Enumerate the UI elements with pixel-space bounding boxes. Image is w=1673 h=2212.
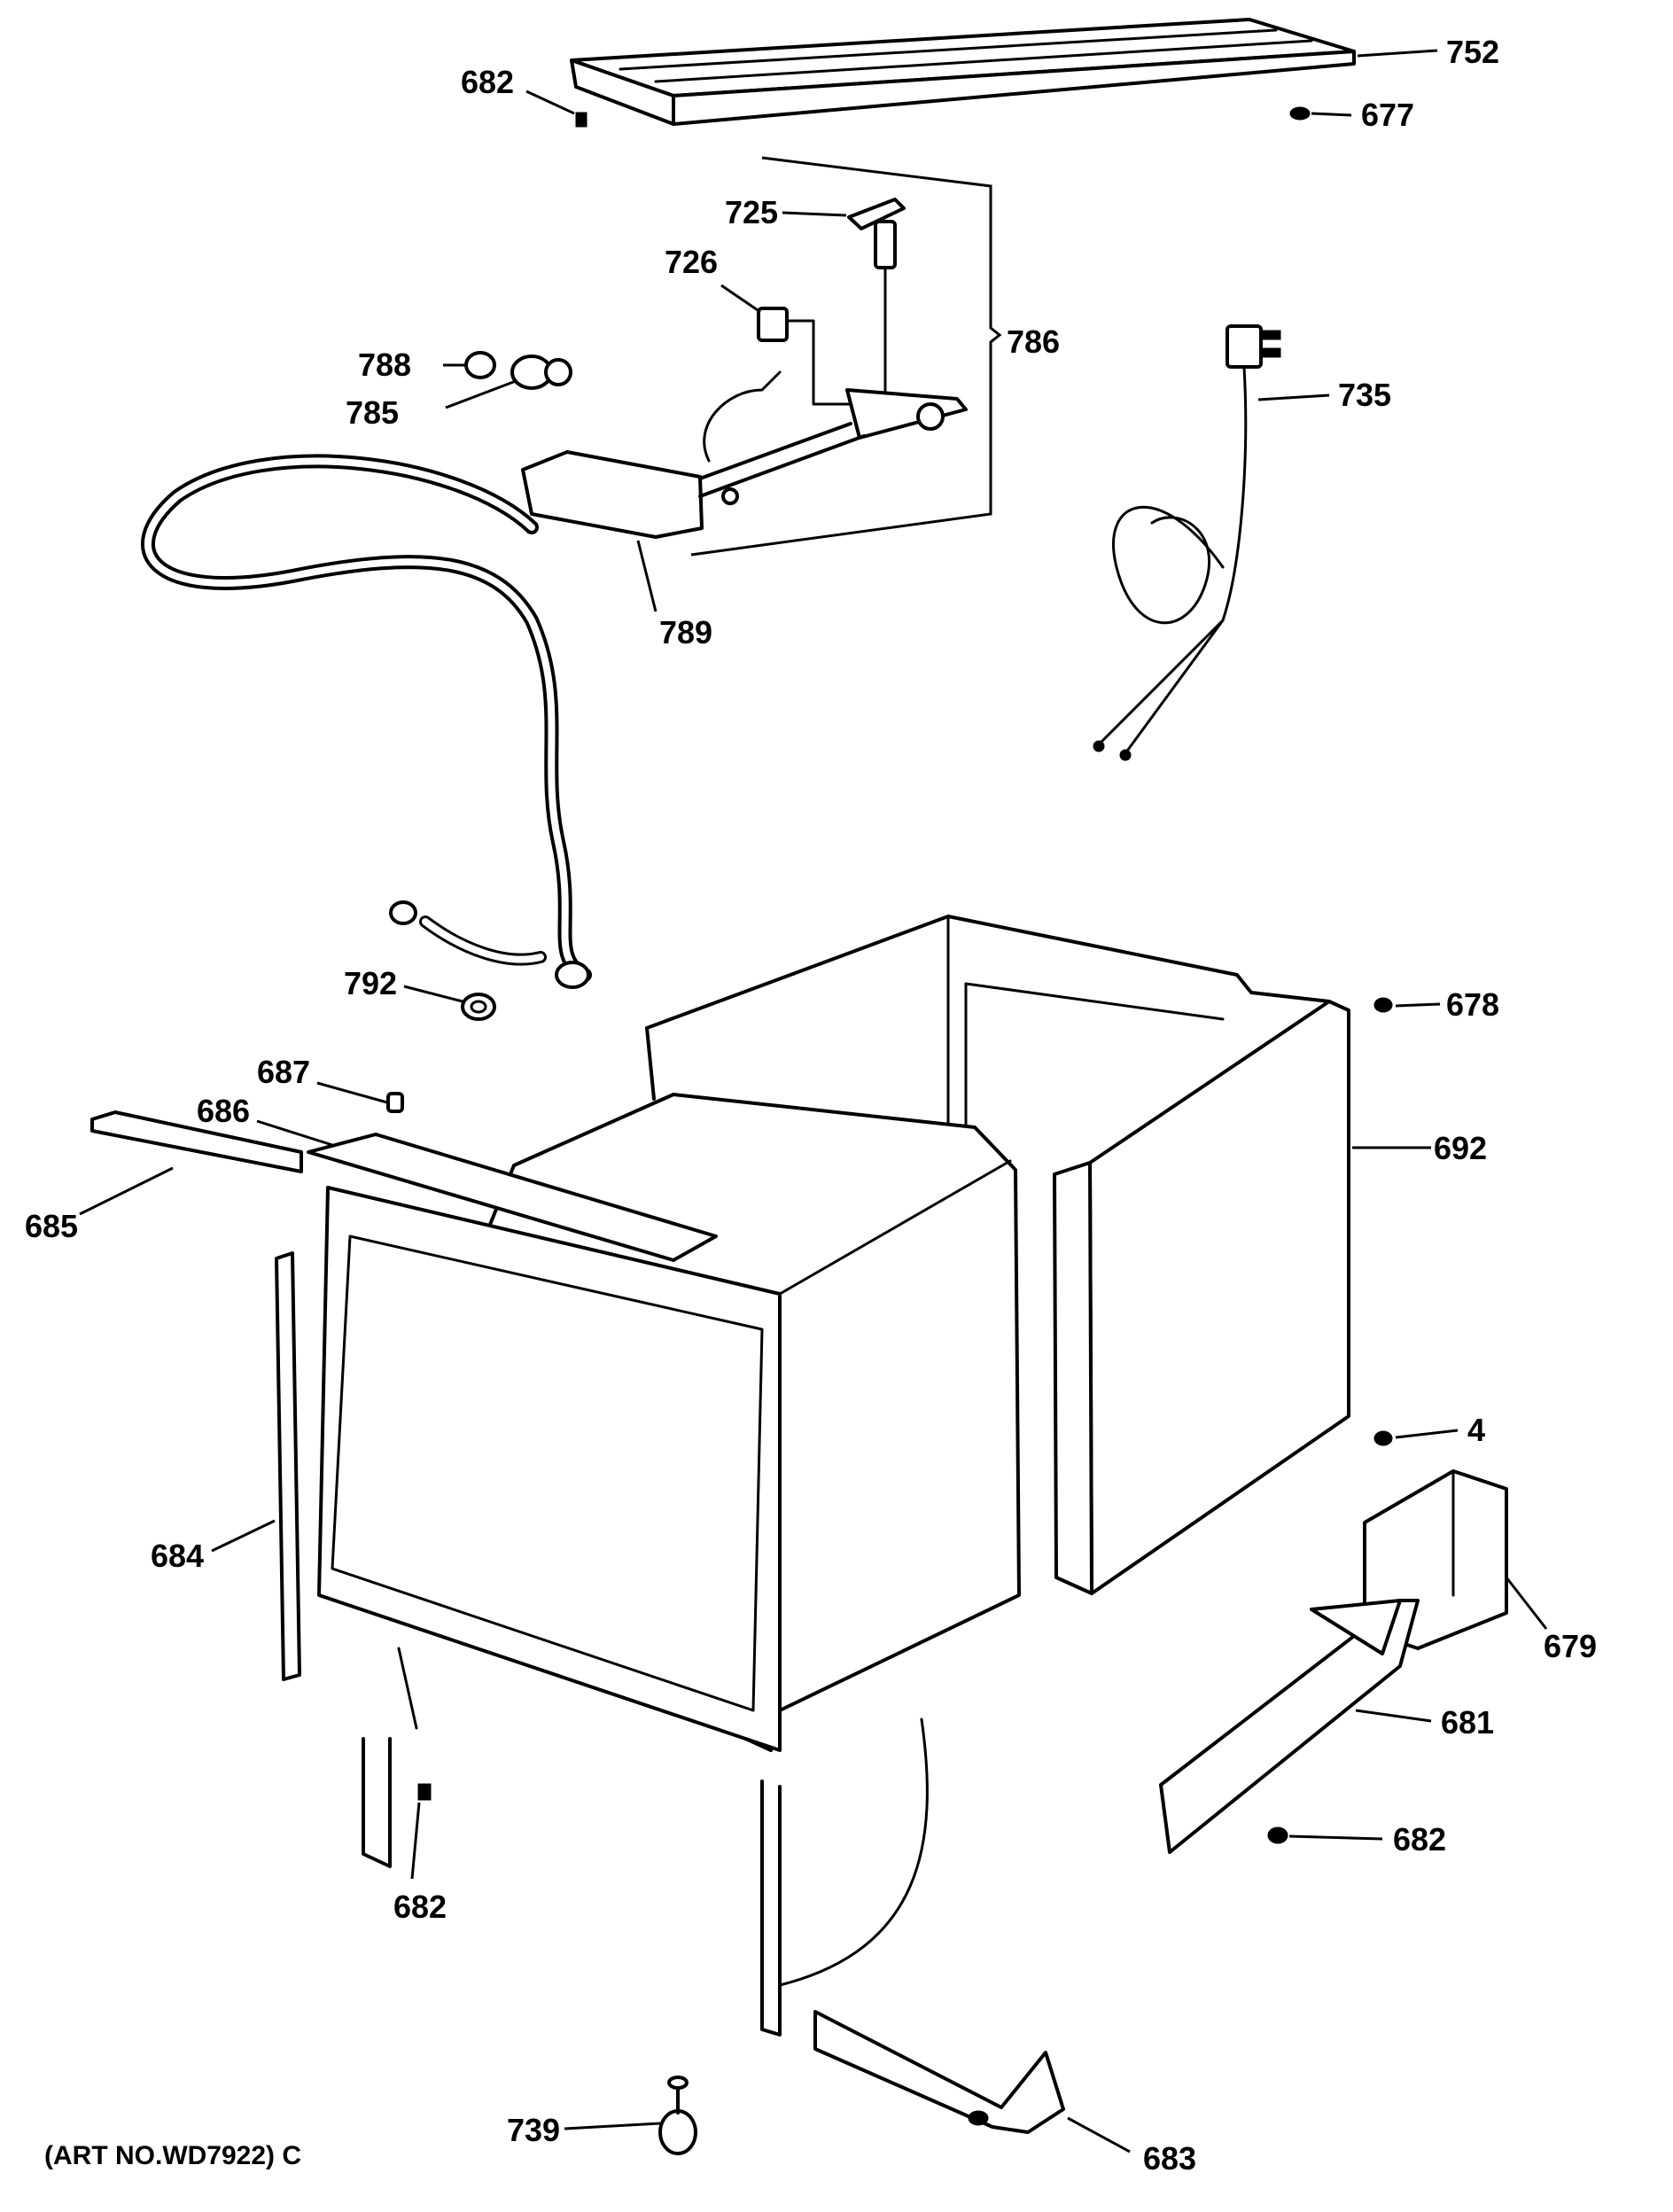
inlet-manifold-789 (521, 370, 968, 539)
callout-687: 687 (257, 1054, 310, 1090)
screw-682-bottom (417, 1783, 432, 1801)
fill-valve-725 (847, 198, 906, 409)
top-panel-752 (570, 18, 1356, 126)
callout-684: 684 (151, 1538, 204, 1574)
strip-686 (307, 1133, 718, 1262)
callout-726: 726 (665, 244, 718, 280)
callout-725: 725 (725, 194, 778, 230)
drain-hose (140, 454, 592, 989)
callout-739: 739 (507, 2112, 560, 2148)
callout-682-top: 682 (461, 64, 514, 100)
screw-677 (1289, 106, 1311, 121)
screw-678 (1373, 997, 1393, 1013)
callout-752: 752 (1446, 34, 1499, 70)
callout-681: 681 (1441, 1704, 1494, 1741)
screw-687 (386, 1092, 404, 1113)
bracket-683 (813, 2010, 1065, 2134)
callout-686: 686 (197, 1093, 250, 1129)
art-number: (ART NO.WD7922) C (44, 2141, 301, 2170)
screw-682-top (575, 112, 587, 128)
callout-692: 692 (1434, 1130, 1487, 1166)
bracket-786 (690, 156, 1002, 557)
callout-677: 677 (1361, 97, 1414, 133)
callout-685: 685 (25, 1208, 78, 1244)
nut-792 (461, 993, 496, 1021)
screw-682-right (1267, 1826, 1288, 1844)
gasket-788 (464, 351, 496, 379)
callout-786: 786 (1007, 323, 1060, 360)
leg-rails (362, 1717, 929, 2037)
side-panel-692 (1053, 1000, 1350, 1595)
leader-lines (79, 49, 1548, 2154)
clip-726 (757, 307, 852, 406)
callout-735: 735 (1338, 377, 1391, 413)
callout-683: 683 (1143, 2140, 1196, 2177)
callout-789: 789 (659, 614, 712, 650)
bracket-681 (1159, 1599, 1420, 1854)
callout-682-right: 682 (1393, 1821, 1446, 1858)
fitting-785 (510, 354, 572, 390)
power-cord-735 (1093, 324, 1281, 761)
callout-678: 678 (1446, 986, 1499, 1023)
strip-685 (90, 1110, 303, 1173)
callout-labels: 752 682 677 725 726 786 788 785 735 789 … (25, 34, 1597, 2177)
leveling-leg-739 (658, 2076, 697, 2155)
seal-strip-684 (275, 1251, 301, 1681)
callout-788: 788 (358, 347, 411, 383)
callout-4: 4 (1467, 1412, 1485, 1448)
callout-679: 679 (1544, 1628, 1597, 1664)
screw-4 (1373, 1430, 1393, 1446)
callout-682-bottom: 682 (393, 1889, 447, 1925)
callout-792: 792 (344, 965, 397, 1001)
tub (317, 1093, 1021, 1752)
callout-785: 785 (346, 394, 399, 431)
